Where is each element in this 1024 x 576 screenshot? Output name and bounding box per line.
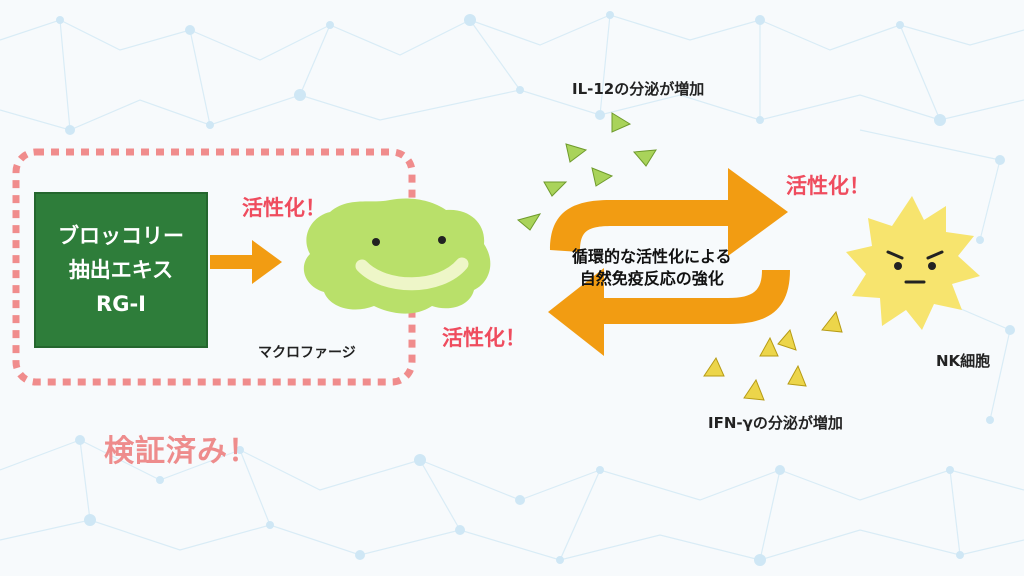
nk-activated-label: 活性化！ bbox=[786, 174, 870, 198]
nk-right-brow bbox=[926, 250, 944, 260]
nk-left-eye bbox=[894, 262, 902, 270]
cycle-description: 循環的な活性化による 自然免疫反応の強化 bbox=[572, 246, 732, 290]
cycle-arrows bbox=[548, 168, 790, 356]
nk-cell-label: NK細胞 bbox=[936, 352, 991, 370]
macrophage-label: マクロファージ bbox=[258, 345, 356, 361]
macrophage-smile bbox=[355, 257, 469, 291]
cycle-arrow-bottom bbox=[548, 268, 790, 356]
nk-left-brow bbox=[886, 250, 904, 260]
extract-name-line3: RG-I bbox=[96, 292, 146, 316]
il12-molecules bbox=[516, 112, 657, 231]
extract-name-line2: 抽出エキス bbox=[68, 258, 174, 282]
ifn-gamma-secretion-label: IFN-γの分泌が増加 bbox=[708, 414, 843, 432]
cycle-bottom-activated-label: 活性化！ bbox=[442, 326, 526, 350]
macrophage-cell bbox=[303, 198, 491, 314]
broccoli-extract-box: ブロッコリー 抽出エキス RG-I bbox=[34, 192, 208, 348]
extract-name-line1: ブロッコリー bbox=[58, 224, 184, 248]
macrophage-left-eye bbox=[372, 238, 380, 246]
cycle-description-line1: 循環的な活性化による bbox=[572, 247, 732, 266]
nk-right-eye bbox=[928, 262, 936, 270]
nk-cell bbox=[846, 196, 980, 330]
macrophage-right-eye bbox=[438, 236, 446, 244]
verified-label: 検証済み！ bbox=[104, 434, 259, 469]
cycle-description-line2: 自然免疫反応の強化 bbox=[579, 269, 724, 288]
macrophage-activated-label: 活性化！ bbox=[242, 196, 326, 220]
ifn-gamma-molecules bbox=[703, 310, 843, 401]
cycle-arrow-top bbox=[550, 168, 788, 256]
activation-arrow bbox=[210, 240, 282, 284]
il12-secretion-label: IL-12の分泌が増加 bbox=[572, 80, 705, 98]
